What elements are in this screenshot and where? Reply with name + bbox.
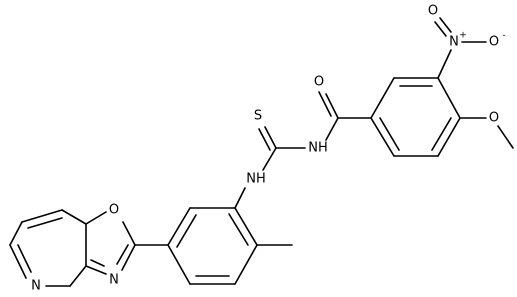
bond [318,91,332,117]
bond [9,221,23,246]
bond [264,126,277,149]
nitro-plus-charge: + [459,31,467,41]
bond [262,147,277,171]
bond [379,117,400,151]
bond [85,265,107,275]
bond [121,244,136,271]
bond [437,49,452,79]
atom-labels: O N + O - O O S NH NH O N N [31,4,505,294]
aniline-nh-label: NH [246,172,266,187]
bond [167,244,191,285]
bond [258,128,271,151]
bond [234,244,258,285]
bond [9,244,27,279]
bond [90,259,105,267]
bond [370,117,395,157]
pyridine-nitrogen-label: N [31,279,41,294]
oxazole-oxygen-label: O [109,203,119,218]
nitro-oxygen-right-label: O [489,35,499,50]
bond [431,117,452,151]
nitro-minus-charge: - [502,31,505,41]
oxazole-nitrogen-label: N [109,273,119,288]
thiocarbonyl-sulfur-label: S [254,109,262,124]
bond [122,221,136,246]
bond [176,214,197,248]
bond [116,244,129,265]
nitro-nitrogen-label: N [449,35,459,50]
nitro-oxygen-top-label: O [428,4,438,19]
amide-nh-label: NH [308,141,328,156]
bond [439,17,452,33]
bond [437,117,461,157]
bond [167,207,191,246]
bond [325,117,339,141]
bond [17,244,32,273]
bond [234,207,258,246]
bond [61,209,87,225]
bond [497,125,514,149]
bond [21,209,63,223]
bond [228,213,249,246]
bond [234,187,246,209]
bond [437,77,461,119]
bond [69,265,87,287]
bond [325,93,339,119]
carbonyl-oxygen-label: O [314,75,324,90]
bond [434,21,447,37]
bond [370,77,395,119]
bond [27,217,63,229]
bond [85,211,107,225]
bonds [9,17,514,287]
ether-oxygen-label: O [489,111,499,126]
